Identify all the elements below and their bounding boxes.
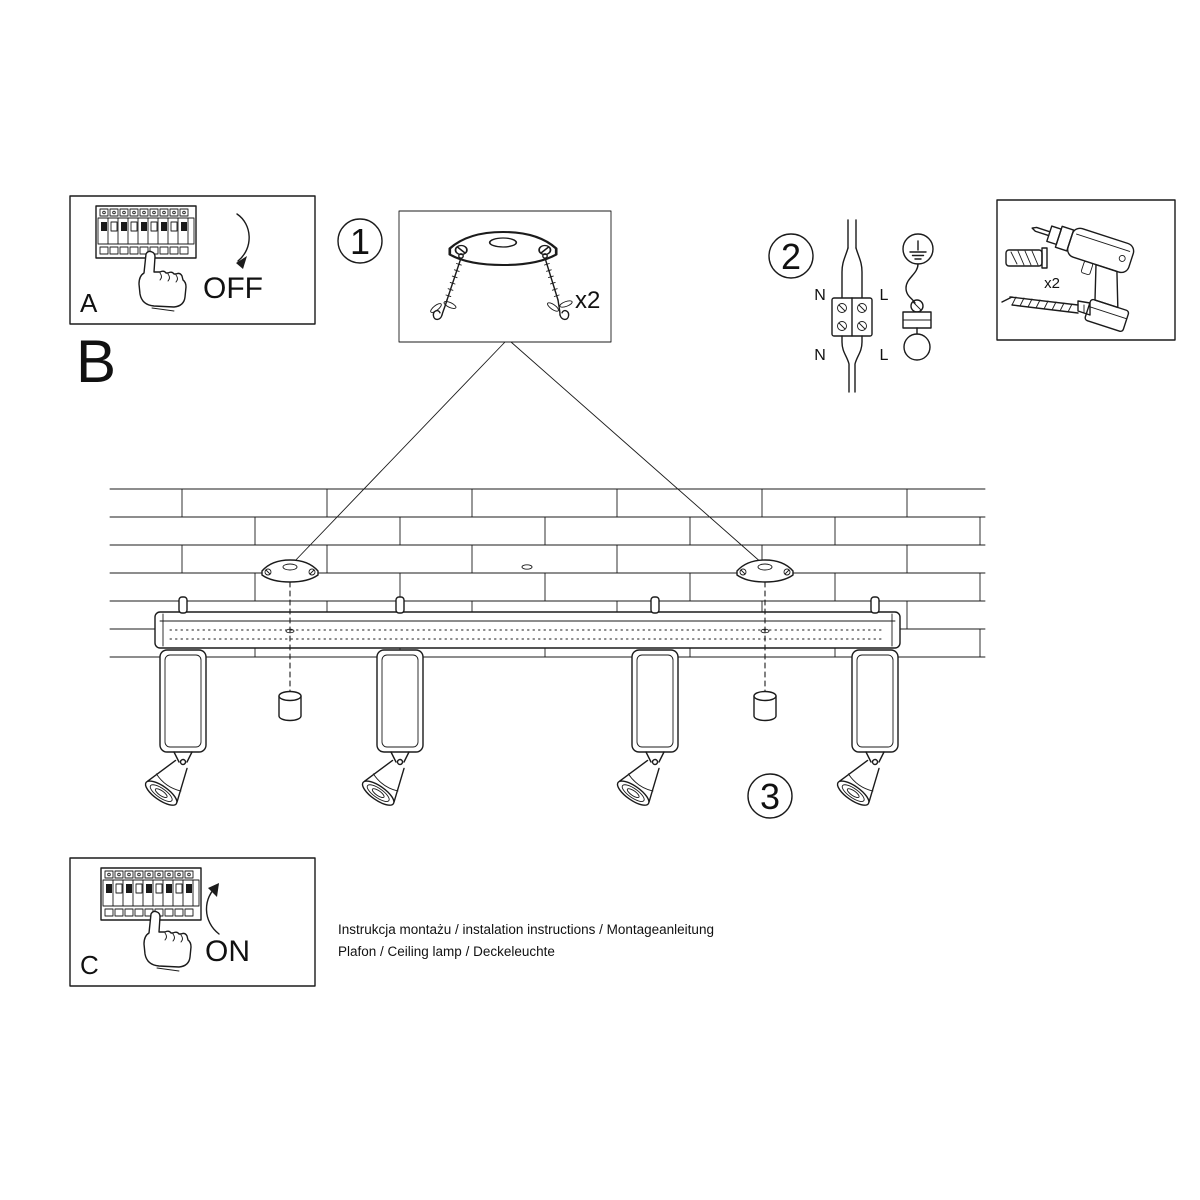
footer-text: Instrukcja montażu / instalation instruc… (338, 922, 714, 959)
wiring-diagram (831, 219, 873, 393)
panel-a-state: OFF (203, 272, 263, 305)
ground-symbol-icon (902, 233, 934, 361)
screw-icon (1001, 296, 1091, 316)
section-b-label: B (76, 328, 116, 395)
drill-icon (1031, 225, 1135, 333)
anchor-cable-left-icon (430, 253, 464, 321)
tools-quantity: x2 (1044, 275, 1060, 292)
step-3-number: 3 (760, 776, 780, 817)
wire-label-n-bottom: N (814, 347, 826, 364)
wall-center-hole (521, 564, 533, 570)
step-1-badge (337, 218, 383, 264)
panel-a-label: A (80, 288, 98, 318)
mounting-bracket-diagram (448, 230, 558, 267)
power-on-panel: C ON (69, 857, 316, 987)
wire-label-l-bottom: L (880, 347, 889, 364)
anchor-cable-right-icon (542, 253, 573, 321)
step-1: 1 x2 (337, 210, 612, 343)
step-2: 2 N L N L (768, 219, 934, 393)
hand-icon (138, 250, 187, 312)
panel-c-label: C (80, 950, 99, 980)
anchor-guide-lines (291, 341, 764, 565)
wire-label-l-top: L (880, 287, 889, 304)
footer-line-2: Plafon / Ceiling lamp / Deckeleuchte (338, 944, 555, 959)
ceiling-lamp (141, 581, 901, 811)
step-2-number: 2 (781, 236, 801, 277)
tools-box: x2 (996, 199, 1176, 341)
step-1-number: 1 (350, 221, 370, 262)
step-2-badge (768, 233, 814, 279)
step-1-quantity: x2 (575, 287, 600, 314)
panel-c-state: ON (205, 935, 250, 968)
cover-knob-right (753, 690, 777, 722)
breaker-panel-icon (95, 205, 197, 259)
breaker-panel-icon (100, 867, 202, 921)
step-3: 3 (747, 773, 793, 819)
off-arrow-icon (236, 213, 250, 269)
cover-knob-left (278, 690, 302, 722)
wall-bracket-left (261, 559, 319, 583)
wire-label-n-top: N (814, 287, 826, 304)
wall-bracket-right (736, 559, 794, 583)
step-3-badge (747, 773, 793, 819)
step-1-box (398, 210, 612, 343)
power-off-panel: A OFF (69, 195, 316, 325)
on-arrow-icon (205, 883, 220, 935)
wall-plug-icon (1005, 247, 1048, 269)
footer-line-1: Instrukcja montażu / instalation instruc… (338, 922, 714, 937)
